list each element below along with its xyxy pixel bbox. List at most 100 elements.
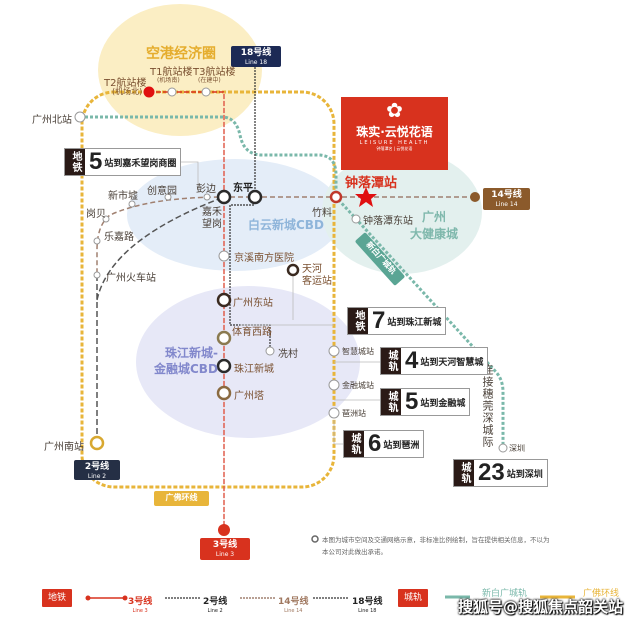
baiyun-zone (127, 159, 343, 271)
station-xinshixu[interactable] (128, 200, 136, 208)
intercity-label: 连接穗莞深城际 (481, 364, 494, 448)
station-t3[interactable] (201, 87, 211, 97)
label-xiancun: 冼村 (278, 349, 298, 360)
label-pazhou: 琶洲站 (342, 409, 366, 418)
info-desc: 站到深圳 (506, 469, 543, 480)
label-zltdong: 钟落潭东站 (363, 216, 413, 227)
label-t2: T2航站楼 (104, 78, 147, 89)
label-t1-sub: (机场南) (157, 77, 180, 84)
info-num: 4 (405, 347, 419, 374)
highlight-station-label: 钟落潭站 (345, 176, 398, 191)
legend-name: 3号线 (128, 597, 153, 607)
label-t1: T1航站楼 (150, 67, 193, 78)
info-desc: 站到天河智慧城 (420, 357, 484, 368)
station-xiancun[interactable] (265, 346, 275, 356)
label-zhihui: 智慧城站 (342, 347, 374, 356)
station-pengbian[interactable] (203, 193, 211, 201)
label-gzdong: 广州东站 (233, 298, 273, 309)
station-chuangyi[interactable] (164, 193, 172, 201)
station-gzdong[interactable] (216, 292, 232, 308)
line-18-en: Line 18 (244, 59, 268, 66)
station-zltdong[interactable] (351, 214, 361, 224)
health-zone-label-1: 广州 (422, 210, 447, 224)
station-jinrong[interactable] (328, 379, 340, 391)
info-kind: 城轨 (381, 389, 401, 415)
legend-metro: 地铁 (42, 589, 72, 607)
info-kind: 城轨 (454, 460, 474, 486)
station-gznan[interactable] (89, 435, 105, 451)
legend-rail: 城轨 (398, 589, 428, 607)
flower-icon: ✿ (386, 98, 403, 122)
label-shenzhen: 深圳 (509, 444, 525, 453)
label-lejia: 乐嘉路 (104, 232, 134, 243)
station-zhuliao[interactable] (329, 190, 343, 204)
station-shenzhen[interactable] (498, 443, 508, 453)
station-tiyu[interactable] (216, 330, 232, 346)
label-t3-sub: (在建中) (198, 77, 221, 84)
guangfo-badge[interactable]: 广佛环线 (154, 491, 209, 506)
station-zjxc[interactable] (216, 358, 232, 374)
station-lejia[interactable] (93, 237, 101, 245)
label-gzta: 广州塔 (234, 391, 264, 402)
legend-guangfo: 广佛环线 (583, 589, 620, 599)
legend-xinbaiguang: 新白广城轨 (482, 589, 528, 599)
legend-en: Line 14 (284, 608, 303, 614)
line-14-terminal (470, 192, 480, 202)
label-t2-sub: (机场北) (112, 87, 143, 96)
station-t2[interactable] (143, 86, 155, 98)
label-pengbian: 彭边 (196, 184, 216, 195)
info-desc: 站到嘉禾望岗商圈 (104, 158, 177, 169)
label-jinrong: 金融城站 (342, 381, 374, 390)
label-gznan: 广州南站 (44, 442, 84, 453)
station-gzta[interactable] (216, 385, 232, 401)
star-icon (355, 187, 377, 207)
station-zhihui[interactable] (328, 345, 340, 357)
info-kind: 地铁 (348, 308, 368, 334)
label-gzhuoche: 广州火车站 (106, 273, 156, 284)
zhujiang-zone-label: 珠江新城- 金融城CBD (154, 346, 218, 376)
station-dongping[interactable] (247, 189, 263, 205)
station-pazhou[interactable] (328, 407, 340, 419)
station-gangbei[interactable] (102, 215, 110, 223)
airport-zone-label: 空港经济圈 (146, 46, 216, 62)
station-jingxi[interactable] (218, 250, 230, 262)
line-14 (96, 196, 475, 275)
label-gangbei: 岗贝 (86, 209, 106, 220)
info-desc: 站到珠江新城 (387, 317, 442, 328)
station-gzhuoche[interactable] (93, 271, 101, 279)
line-14-name: 14号线 (491, 190, 522, 200)
legend-en: Line 3 (132, 608, 148, 614)
line-2 (96, 196, 225, 440)
line-3-terminal (218, 524, 230, 536)
label-zjxc: 珠江新城 (234, 364, 274, 375)
label-zhuliao: 竹料 (312, 208, 332, 219)
station-t1[interactable] (167, 87, 177, 97)
airport-zone (98, 4, 262, 136)
info-kind: 地铁 (65, 149, 85, 175)
info-num: 5 (89, 148, 103, 175)
label-chuangyi: 创意园 (147, 186, 177, 197)
info-icon (311, 535, 319, 543)
station-jiahe[interactable] (216, 189, 232, 205)
label-dongping: 东平 (233, 183, 253, 194)
info-desc: 站到琶洲 (383, 440, 420, 451)
zhujiang-zone (136, 286, 360, 438)
info-desc: 站到金融城 (420, 398, 466, 409)
station-tianhe[interactable] (286, 263, 300, 277)
legend-name: 2号线 (203, 597, 228, 607)
info-num: 5 (405, 388, 419, 415)
station-gzbei[interactable] (74, 111, 86, 123)
line-14-en: Line 14 (495, 201, 518, 208)
label-jiahe: 嘉禾 望岗 (202, 207, 222, 230)
